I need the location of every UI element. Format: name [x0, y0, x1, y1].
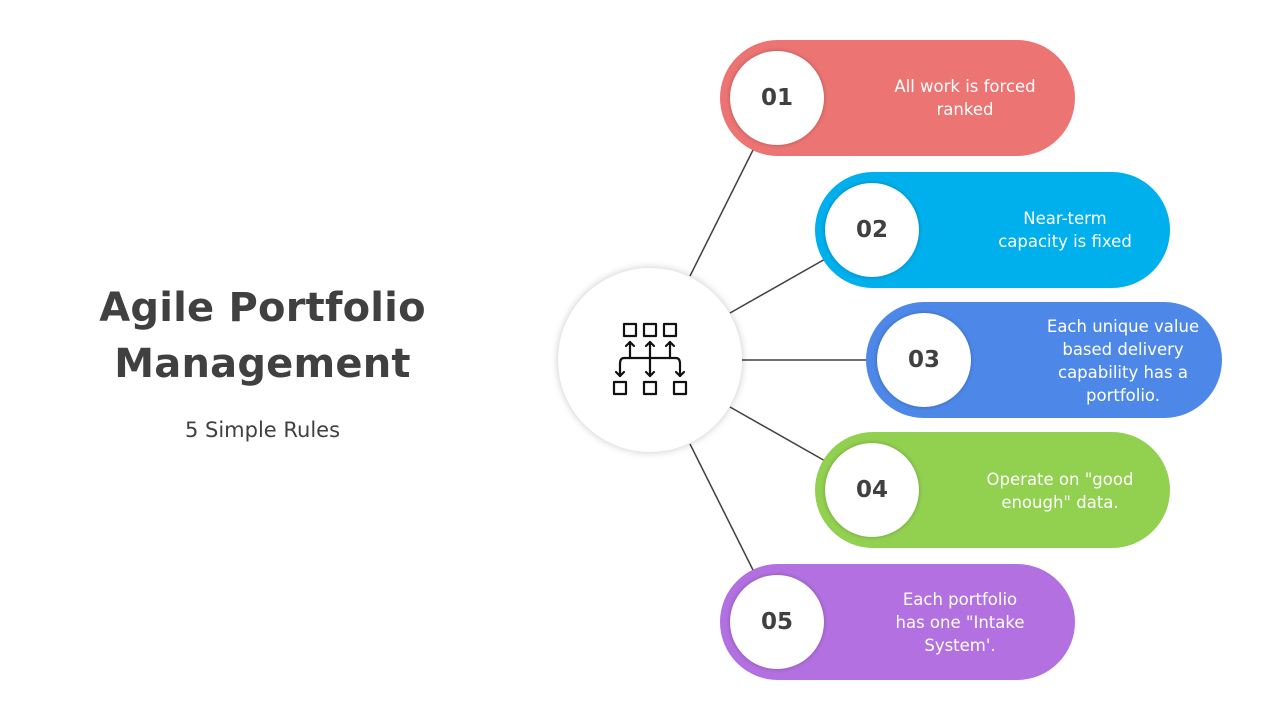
rule-text-line: Each unique value — [1046, 317, 1200, 336]
connector-02 — [729, 253, 835, 314]
rule-number-circle-04: 04 — [825, 443, 919, 537]
page-subtitle: 5 Simple Rules — [184, 418, 341, 442]
rule-text-line: Operate on "good — [986, 470, 1134, 489]
page-title: Agile Portfolio Management — [60, 280, 465, 392]
rule-number-circle-05: 05 — [730, 575, 824, 669]
rule-number-circle-03: 03 — [877, 313, 971, 407]
portfolio-flow-icon — [612, 322, 688, 396]
rule-text-line: Each portfolio — [902, 590, 1018, 609]
rule-number: 01 — [760, 85, 793, 111]
hub-circle — [558, 268, 742, 452]
rule-number: 02 — [855, 217, 888, 243]
title-line-1: Agile Portfolio — [99, 285, 426, 331]
rule-text-line: ranked — [936, 100, 994, 119]
rule-text-05: Each portfolio has one "Intake System'. — [850, 588, 1070, 657]
rule-text-01: All work is forced ranked — [855, 75, 1075, 121]
rule-text-line: All work is forced — [894, 77, 1036, 96]
rule-text-line: portfolio. — [1086, 386, 1160, 405]
rule-text-line: has one "Intake — [895, 613, 1025, 632]
rule-text-line: based delivery — [1062, 340, 1184, 359]
rule-text-line: enough" data. — [1001, 493, 1119, 512]
rule-text-line: Near-term — [1023, 209, 1107, 228]
rule-text-04: Operate on "good enough" data. — [950, 468, 1170, 514]
rule-text-line: capability has a — [1058, 363, 1188, 382]
rule-number-circle-02: 02 — [825, 183, 919, 277]
rule-text-02: Near-term capacity is fixed — [955, 207, 1175, 253]
rule-number: 03 — [907, 347, 940, 373]
connector-04 — [729, 406, 835, 467]
rule-text-03: Each unique value based delivery capabil… — [1010, 315, 1236, 407]
rule-number-circle-01: 01 — [730, 51, 824, 145]
title-line-2: Management — [114, 341, 411, 387]
connector-01 — [689, 139, 759, 277]
rule-number: 04 — [855, 477, 888, 503]
rule-text-line: capacity is fixed — [998, 232, 1132, 251]
rule-text-line: System'. — [924, 636, 996, 655]
rule-number: 05 — [760, 609, 793, 635]
connector-05 — [689, 443, 759, 581]
